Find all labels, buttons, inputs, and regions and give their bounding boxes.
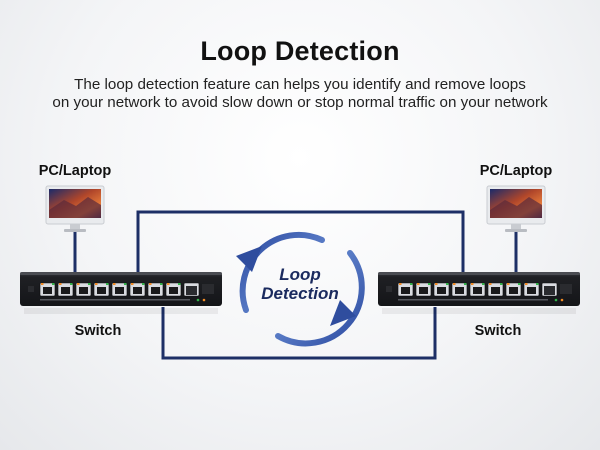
center-label-line-1: Loop xyxy=(279,265,321,284)
cycle-arrows-icon xyxy=(236,231,365,347)
right-pc-label: PC/Laptop xyxy=(479,163,553,179)
left-pc-monitor-icon xyxy=(45,185,105,233)
left-switch-icon xyxy=(19,271,223,307)
loop-line-top xyxy=(136,210,465,273)
left-switch-label: Switch xyxy=(74,323,122,339)
description-line-2: on your network to avoid slow down or st… xyxy=(52,93,548,111)
right-switch-label: Switch xyxy=(474,323,522,339)
center-label-line-2: Detection xyxy=(261,284,339,303)
page-description: The loop detection feature can helps you… xyxy=(0,76,600,111)
left-pc-label: PC/Laptop xyxy=(38,163,112,179)
right-pc-monitor-icon xyxy=(486,185,546,233)
loop-detection-center-label: Loop Detection xyxy=(240,265,360,303)
page-title: Loop Detection xyxy=(200,36,400,66)
right-switch-icon xyxy=(377,271,581,307)
description-line-1: The loop detection feature can helps you… xyxy=(74,76,526,93)
loop-line-bottom xyxy=(161,307,437,360)
